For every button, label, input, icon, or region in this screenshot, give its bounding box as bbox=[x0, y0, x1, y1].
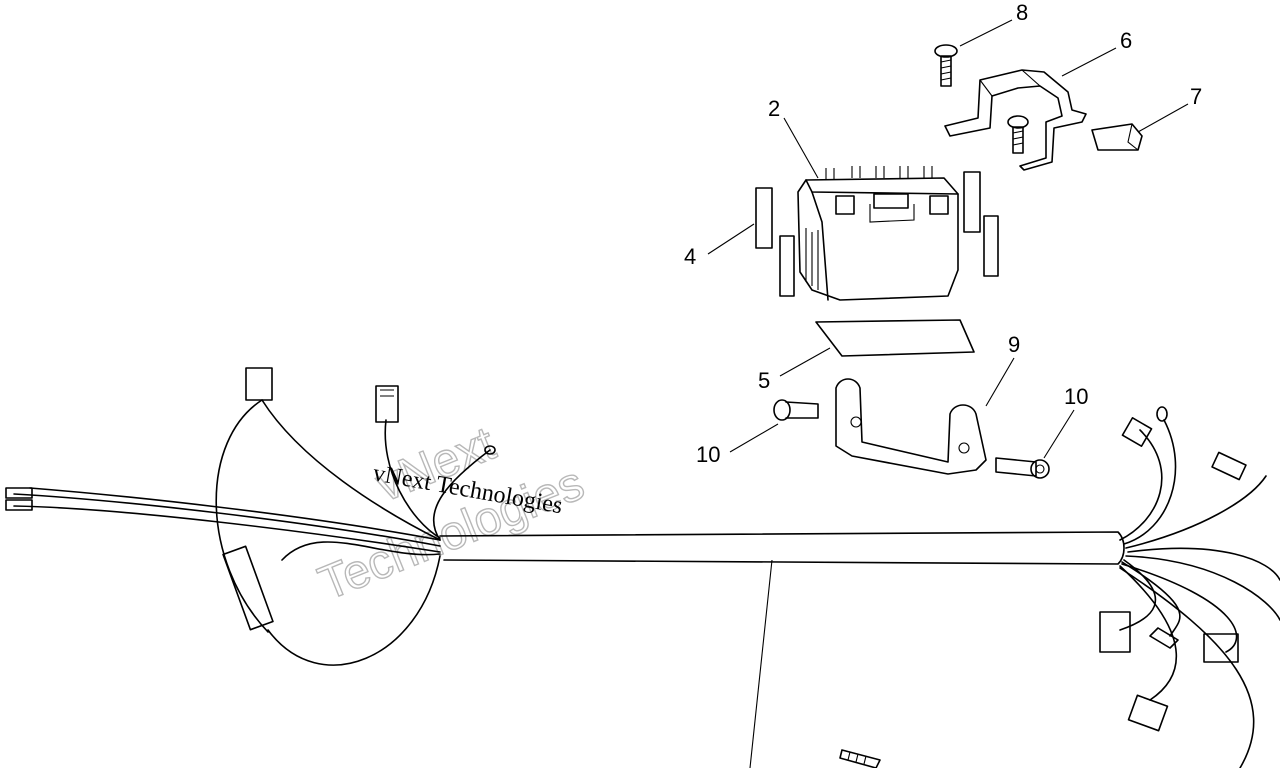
part-4-pads bbox=[755, 171, 999, 297]
callout-10-left: 10 bbox=[696, 442, 720, 467]
part-8-screw-second bbox=[1007, 115, 1029, 154]
callout-5: 5 bbox=[758, 368, 770, 393]
callout-10-right: 10 bbox=[1064, 384, 1088, 409]
callout-9: 9 bbox=[1008, 332, 1020, 357]
callouts: 8 6 7 2 4 5 9 10 10 bbox=[684, 0, 1202, 467]
leader-lines bbox=[707, 19, 1189, 768]
callout-2: 2 bbox=[768, 96, 780, 121]
part-10-nut-right bbox=[995, 457, 1050, 479]
callout-7: 7 bbox=[1190, 84, 1202, 109]
part-10-bolt-left bbox=[773, 399, 819, 421]
part-6-bracket bbox=[944, 69, 1087, 171]
part-8-screw bbox=[934, 44, 958, 87]
callout-8: 8 bbox=[1016, 0, 1028, 25]
part-7-pad bbox=[1091, 123, 1143, 151]
callout-4: 4 bbox=[684, 244, 696, 269]
wiring-harness bbox=[5, 367, 1280, 768]
callout-6: 6 bbox=[1120, 28, 1132, 53]
part-9-clamp bbox=[835, 378, 987, 475]
part-5-plate bbox=[815, 319, 975, 357]
part-2-battery bbox=[797, 166, 959, 301]
